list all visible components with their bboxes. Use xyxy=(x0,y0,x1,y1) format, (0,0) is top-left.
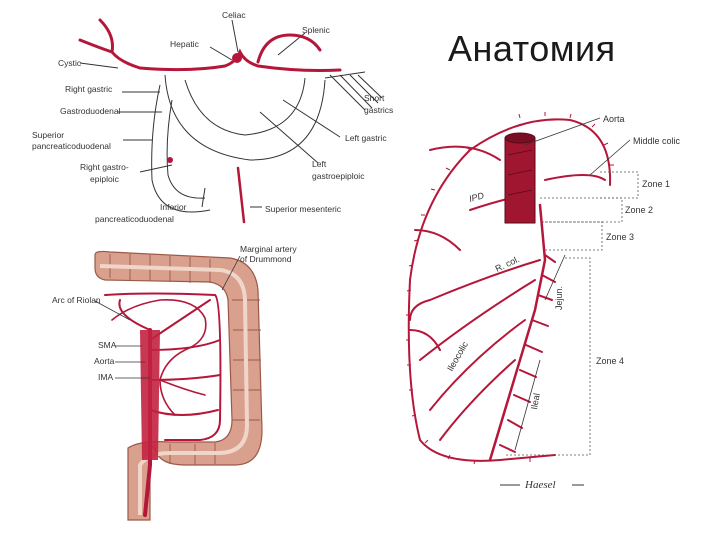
label-splenic: Splenic xyxy=(302,25,331,35)
label-sma: SMA xyxy=(98,340,117,350)
label-left-gastric: Left gastric xyxy=(345,133,387,143)
slide-title: Анатомия xyxy=(448,28,616,69)
colon-diagram: Marginal artery of Drummond Arc of Riola… xyxy=(52,244,297,521)
label-right-gastroepiploic-2: epiploic xyxy=(90,174,120,184)
label-marginal-artery-2: of Drummond xyxy=(240,254,292,264)
label-jejun: Jejun. xyxy=(554,286,564,310)
label-middle-colic: Middle colic xyxy=(633,136,681,146)
label-sup-pancreatico-1: Superior xyxy=(32,130,64,140)
marginal-artery xyxy=(104,292,222,441)
label-right-gastric: Right gastric xyxy=(65,84,113,94)
label-ipd: IPD xyxy=(468,190,486,204)
label-celiac: Celiac xyxy=(222,10,246,20)
label-left-gastroepiploic-2: gastroepiploic xyxy=(312,171,365,181)
label-ileocolic: Ileocolic xyxy=(445,339,470,373)
label-gastrics: gastrics xyxy=(364,105,393,115)
label-ileal: Ileal xyxy=(529,392,542,410)
label-zone-1: Zone 1 xyxy=(642,179,670,189)
greater-curvature-vessel xyxy=(164,74,326,161)
label-short: Short xyxy=(364,93,385,103)
inner-arc xyxy=(184,77,306,136)
aorta-cylinder xyxy=(504,132,536,224)
label-gastroduodenal: Gastroduodenal xyxy=(60,106,121,116)
label-cystic: Cystic xyxy=(58,58,82,68)
label-zone-3: Zone 3 xyxy=(606,232,634,242)
celiac-diagram xyxy=(79,19,383,213)
label-sup-pancreatico-2: pancreaticoduodenal xyxy=(32,141,111,151)
colon-body xyxy=(94,250,263,521)
label-arc-of-riolan: Arc of Riolan xyxy=(52,295,101,305)
label-aorta: Aorta xyxy=(94,356,115,366)
label-aorta-right: Aorta xyxy=(603,114,625,124)
label-zone-2: Zone 2 xyxy=(625,205,653,215)
label-superior-mesenteric: Superior mesenteric xyxy=(265,204,342,214)
label-inf-pancreatico-2: pancreaticoduodenal xyxy=(95,214,174,224)
label-left-gastroepiploic-1: Left xyxy=(312,159,327,169)
celiac-labels: Celiac Splenic Hepatic Cystic Right gast… xyxy=(32,10,393,224)
label-inf-pancreatico-1: Inferior xyxy=(160,202,187,212)
label-ima: IMA xyxy=(98,372,113,382)
mesentery-diagram: Aorta Middle colic IPD Zone 1 Zone 2 Zon… xyxy=(406,112,681,491)
celiac-vessels xyxy=(78,18,342,224)
label-hepatic: Hepatic xyxy=(170,39,200,49)
label-zone-4: Zone 4 xyxy=(596,356,624,366)
label-right-gastroepiploic-1: Right gastro- xyxy=(80,162,129,172)
label-marginal-artery-1: Marginal artery xyxy=(240,244,297,254)
artist-signature: Haesel xyxy=(524,479,556,491)
